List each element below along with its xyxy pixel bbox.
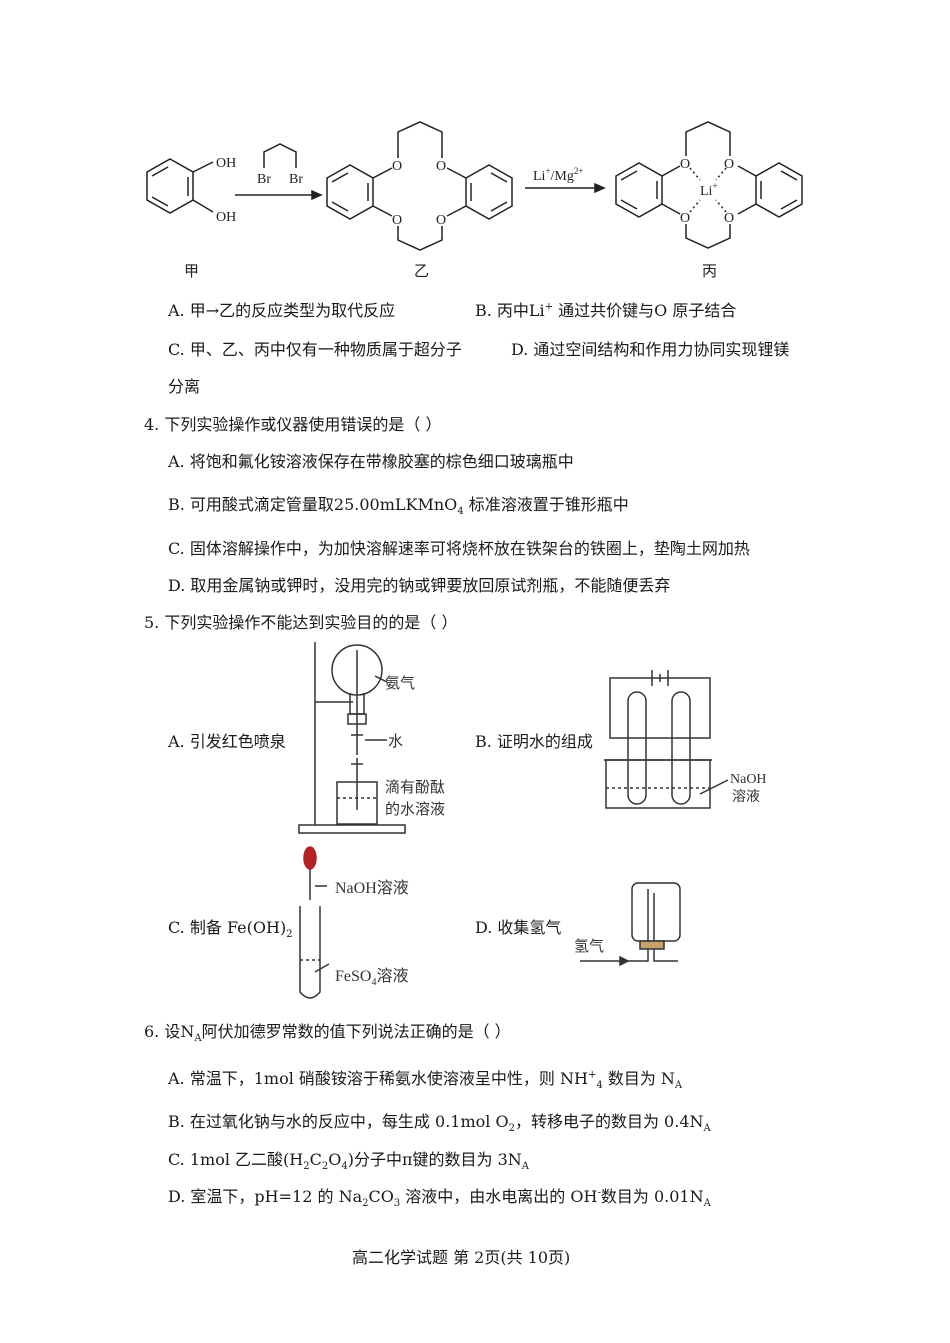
q3-option-a: A. 甲→乙的反应类型为取代反应: [168, 301, 396, 320]
fig-c-feso4: FeSO4溶液: [335, 967, 408, 988]
o-atom: O: [680, 211, 690, 226]
fig-a-sol2: 的水溶液: [385, 801, 445, 818]
fig-a-sol1: 滴有酚酞: [385, 778, 445, 796]
br-label-left: Br: [257, 172, 271, 187]
arrow2-reagent: Li+/Mg2+: [533, 166, 583, 184]
reaction-scheme: OH OH Br Br O O O O Li+/Mg2+ O O O O Li+…: [146, 121, 803, 280]
electrolysis-apparatus: NaOH 溶液: [604, 670, 767, 809]
q3-option-b: B. 丙中Li+ 通过共价键与O 原子结合: [475, 301, 737, 320]
oh-label-bottom: OH: [216, 210, 236, 225]
q5-option-b: B. 证明水的组成: [475, 732, 593, 751]
q3-option-d-cont: 分离: [168, 377, 201, 396]
q4-option-a: A. 将饱和氟化铵溶液保存在带橡胶塞的棕色细口玻璃瓶中: [168, 452, 574, 471]
q5-option-d: D. 收集氢气: [475, 918, 562, 937]
br-label-right: Br: [289, 172, 303, 187]
q5-option-c: C. 制备 Fe(OH)2: [168, 918, 293, 941]
q4-option-d: D. 取用金属钠或钾时，没用完的钠或钾要放回原试剂瓶，不能随便丢弃: [168, 576, 671, 595]
fig-a-water: 水: [388, 733, 403, 750]
q6-stem: 6. 设NA阿伏加德罗常数的值下列说法正确的是（ ）: [144, 1022, 511, 1045]
h2-collection-apparatus: 氢气: [574, 882, 681, 967]
q4-option-b: B. 可用酸式滴定管量取25.00mLKMnO4 标准溶液置于锥形瓶中: [168, 495, 629, 518]
fig-b-sol: 溶液: [732, 789, 760, 805]
o-atom: O: [392, 213, 402, 228]
label-jia: 甲: [184, 264, 199, 280]
o-atom: O: [680, 157, 690, 172]
o-atom: O: [436, 159, 446, 174]
fig-d-h2: 氢气: [574, 938, 604, 955]
q3-option-d: D. 通过空间结构和作用力协同实现锂镁: [511, 340, 790, 359]
fountain-apparatus: 氨气 水 滴有酚酞 的水溶液: [298, 642, 445, 834]
o-atom: O: [392, 159, 402, 174]
oh-label-top: OH: [216, 156, 236, 171]
label-bing: 丙: [702, 264, 717, 280]
o-atom: O: [724, 157, 734, 172]
o-atom: O: [724, 211, 734, 226]
q3-option-c: C. 甲、乙、丙中仅有一种物质属于超分子: [168, 340, 462, 359]
q6-option-a: A. 常温下，1mol 硝酸铵溶于稀氨水使溶液呈中性，则 NH+4 数目为 NA: [168, 1069, 683, 1092]
fig-c-naoh: NaOH溶液: [335, 879, 409, 897]
q6-option-d: D. 室温下，pH=12 的 Na2CO3 溶液中，由水电离出的 OH-数目为 …: [168, 1187, 711, 1210]
page-footer: 高二化学试题 第 2页(共 10页): [352, 1248, 571, 1267]
feoh2-apparatus: NaOH溶液 FeSO4溶液: [299, 846, 409, 999]
fig-a-gas: 氨气: [385, 675, 415, 692]
q6-option-b: B. 在过氧化钠与水的反应中，每生成 0.1mol O2，转移电子的数目为 0.…: [168, 1112, 711, 1135]
q4-option-c: C. 固体溶解操作中，为加快溶解速率可将烧杯放在铁架台的铁圈上，垫陶土网加热: [168, 539, 750, 558]
li-ion: Li+: [700, 181, 718, 199]
o-atom: O: [436, 213, 446, 228]
q5-stem: 5. 下列实验操作不能达到实验目的的是（ ）: [144, 613, 458, 632]
q5-option-a: A. 引发红色喷泉: [168, 732, 286, 751]
fig-b-naoh: NaOH: [730, 772, 767, 787]
q6-option-c: C. 1mol 乙二酸(H2C2O4)分子中π键的数目为 3NA: [168, 1150, 529, 1173]
q4-stem: 4. 下列实验操作或仪器使用错误的是（ ）: [144, 415, 442, 434]
label-yi: 乙: [414, 264, 429, 280]
